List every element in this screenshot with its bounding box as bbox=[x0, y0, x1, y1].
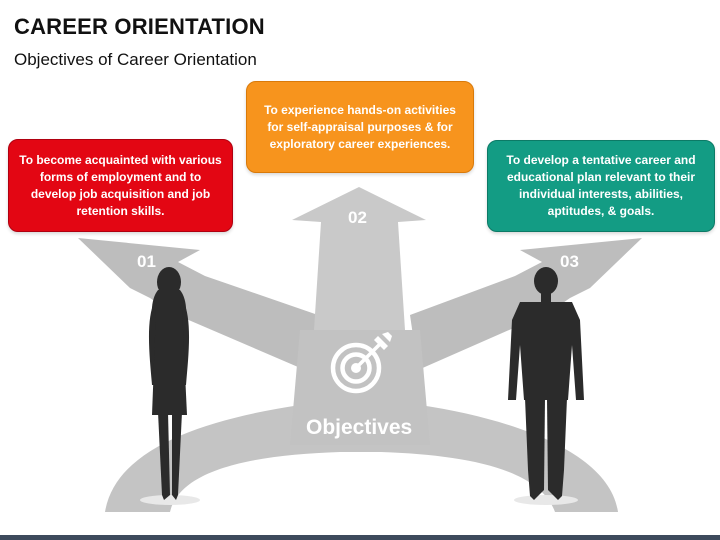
page-subtitle: Objectives of Career Orientation bbox=[14, 50, 257, 69]
objective-number-02: 02 bbox=[348, 208, 367, 227]
objective-number-03: 03 bbox=[560, 252, 579, 271]
center-label: Objectives bbox=[306, 416, 413, 439]
objective-box-03: To develop a tentative career and educat… bbox=[487, 140, 715, 232]
man-silhouette bbox=[508, 267, 584, 505]
arrow-left-shape bbox=[78, 238, 318, 370]
objective-box-02: To experience hands-on activities for se… bbox=[246, 81, 474, 173]
page-title: CAREER ORIENTATION bbox=[14, 14, 265, 39]
target-icon bbox=[330, 332, 392, 394]
objective-box-01: To become acquainted with various forms … bbox=[8, 139, 233, 232]
footer-bar bbox=[0, 535, 720, 540]
arrow-center-body bbox=[290, 330, 430, 445]
base-arc bbox=[105, 405, 618, 512]
woman-silhouette bbox=[140, 267, 200, 505]
objective-number-01: 01 bbox=[137, 252, 156, 271]
